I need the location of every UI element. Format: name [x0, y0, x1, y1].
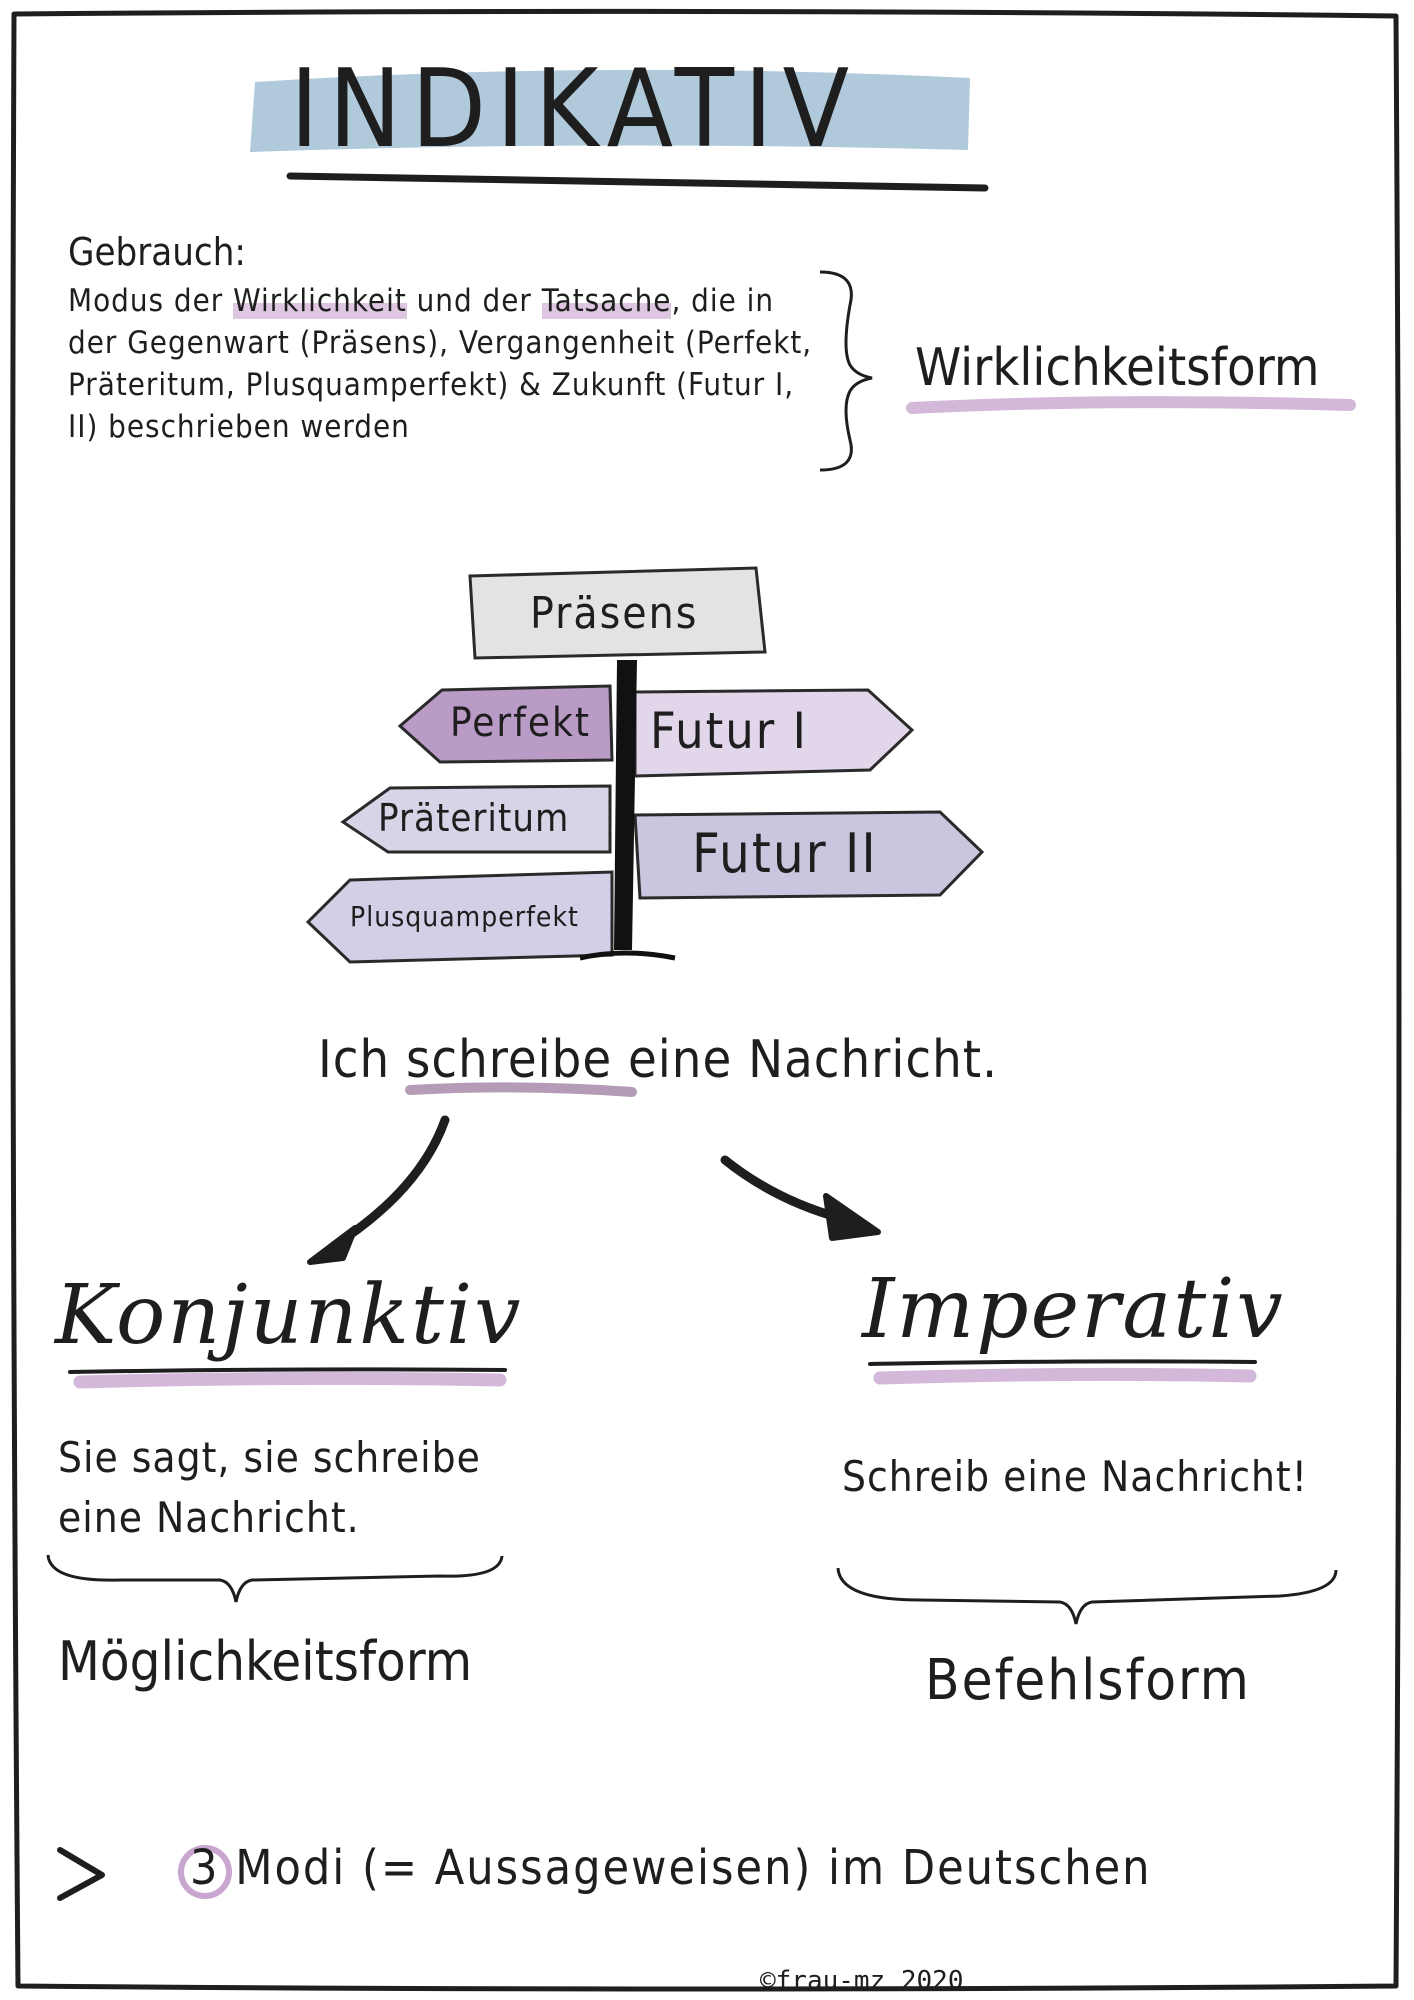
arrow-right [720, 1155, 845, 1223]
sign-top [468, 566, 767, 660]
konjunktiv-brace [46, 1554, 504, 1603]
sign-left-2-label: Präteritum [378, 796, 570, 840]
usage-text: Modus der Wirklichkeit und der Tatsache,… [68, 283, 813, 445]
example-verb: schreibe [406, 1030, 613, 1090]
highlight-wirklichkeit: Wirklichkeit [233, 283, 407, 319]
page-title: INDIKATIV [290, 47, 860, 172]
imperativ-underline [873, 1367, 1257, 1385]
sign-post [614, 660, 637, 950]
footer-note: 3 Modi (= Aussageweisen) im Deutschen [190, 1840, 1152, 1896]
imperativ-heading: Imperativ [862, 1262, 1285, 1357]
sign-left-3-label: Plusquamperfekt [350, 900, 579, 933]
sign-post-base [579, 950, 676, 961]
arrow-left [330, 1115, 450, 1250]
usage-heading: Gebrauch: [68, 230, 246, 274]
sign-left-2 [340, 784, 612, 854]
konjunktiv-example: Sie sagt, sie schreibe eine Nachricht. [58, 1433, 481, 1542]
imperativ-example: Schreib eine Nachricht! [842, 1452, 1308, 1501]
wirklichkeitsform-label: Wirklichkeitsform [915, 338, 1320, 398]
sign-right-2 [633, 810, 985, 900]
imperativ-brace [836, 1567, 1338, 1625]
konjunktiv-underline [73, 1371, 507, 1389]
sign-top-label: Präsens [530, 588, 699, 639]
number-circle [178, 1845, 232, 1899]
konjunktiv-label: Möglichkeitsform [58, 1630, 473, 1693]
footer-note-number: 3 [190, 1840, 220, 1896]
signpost-graphic [305, 566, 985, 964]
title-highlight [250, 69, 970, 152]
copyright: ©frau-mz 2020 [760, 1966, 964, 1996]
sign-left-3 [305, 870, 614, 964]
example-sentence: Ich schreibe eine Nachricht. [318, 1030, 998, 1090]
verb-underline [405, 1082, 637, 1097]
wirklichkeitsform-underline [906, 396, 1356, 414]
sign-left-1 [397, 684, 614, 764]
chevron-right-icon [57, 1847, 105, 1901]
highlight-tatsache: Tatsache [541, 283, 672, 319]
konjunktiv-heading: Konjunktiv [55, 1268, 523, 1363]
imperativ-label: Befehlsform [925, 1648, 1251, 1713]
title-underline [286, 172, 989, 192]
usage-brace [819, 270, 873, 472]
sign-right-1-label: Futur I [650, 702, 808, 760]
sign-right-2-label: Futur II [692, 822, 878, 885]
sign-left-1-label: Perfekt [450, 700, 591, 746]
